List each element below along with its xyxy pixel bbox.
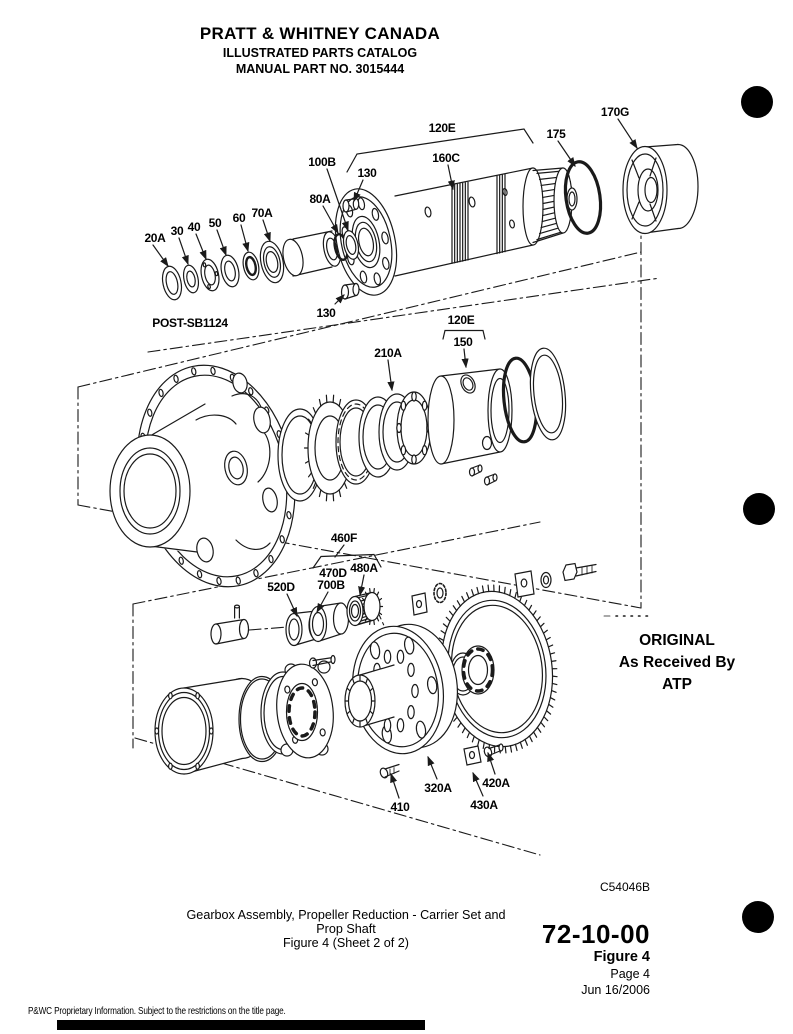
planet-carrier bbox=[344, 623, 459, 755]
prop-shaft-assembly bbox=[161, 143, 699, 301]
revision-date: Jun 16/2006 bbox=[581, 983, 650, 997]
manufacturer-name: PRATT & WHITNEY CANADA bbox=[199, 24, 441, 43]
atp-stamp: ORIGINAL As Received By ATP bbox=[577, 630, 777, 696]
proprietary-notice: P&WC Proprietary Information. Subject to… bbox=[28, 1005, 286, 1017]
stamp-line-received: As Received By bbox=[618, 654, 736, 671]
carrier-set-assembly bbox=[154, 562, 597, 779]
page-number: Page 4 bbox=[610, 967, 650, 981]
catalog-title: ILLUSTRATED PARTS CATALOG bbox=[222, 46, 418, 60]
caption-line-2: Prop Shaft bbox=[316, 922, 376, 936]
pin-130-lower bbox=[340, 282, 360, 300]
callout-leader-lines bbox=[152, 118, 638, 799]
stamp-line-original: ORIGINAL bbox=[639, 632, 715, 649]
caption-line-3: Figure 4 (Sheet 2 of 2) bbox=[282, 936, 409, 950]
ata-reference-block: 72-10-00 Figure 4 Page 4 Jun 16/2006 bbox=[542, 919, 650, 998]
ata-chapter-number: 72-10-00 bbox=[541, 919, 650, 949]
punch-hole-mark-top bbox=[741, 86, 773, 118]
gearbox-housing-assembly bbox=[109, 347, 567, 588]
manual-part-number: MANUAL PART NO. 3015444 bbox=[235, 62, 405, 76]
ring-gear bbox=[436, 584, 558, 754]
redaction-bar bbox=[57, 1020, 425, 1030]
drawing-reference-number: C54046B bbox=[599, 880, 650, 894]
document-header: PRATT & WHITNEY CANADA ILLUSTRATED PARTS… bbox=[0, 24, 640, 76]
phantom-border-lines bbox=[77, 174, 661, 856]
punch-hole-mark-bottom bbox=[742, 901, 774, 933]
figure-number: Figure 4 bbox=[593, 949, 650, 965]
stamp-line-atp: ATP bbox=[662, 676, 692, 693]
caption-line-1: Gearbox Assembly, Propeller Reduction - … bbox=[186, 908, 506, 922]
punch-hole-mark-middle bbox=[743, 493, 775, 525]
figure-caption: Gearbox Assembly, Propeller Reduction - … bbox=[146, 908, 546, 950]
